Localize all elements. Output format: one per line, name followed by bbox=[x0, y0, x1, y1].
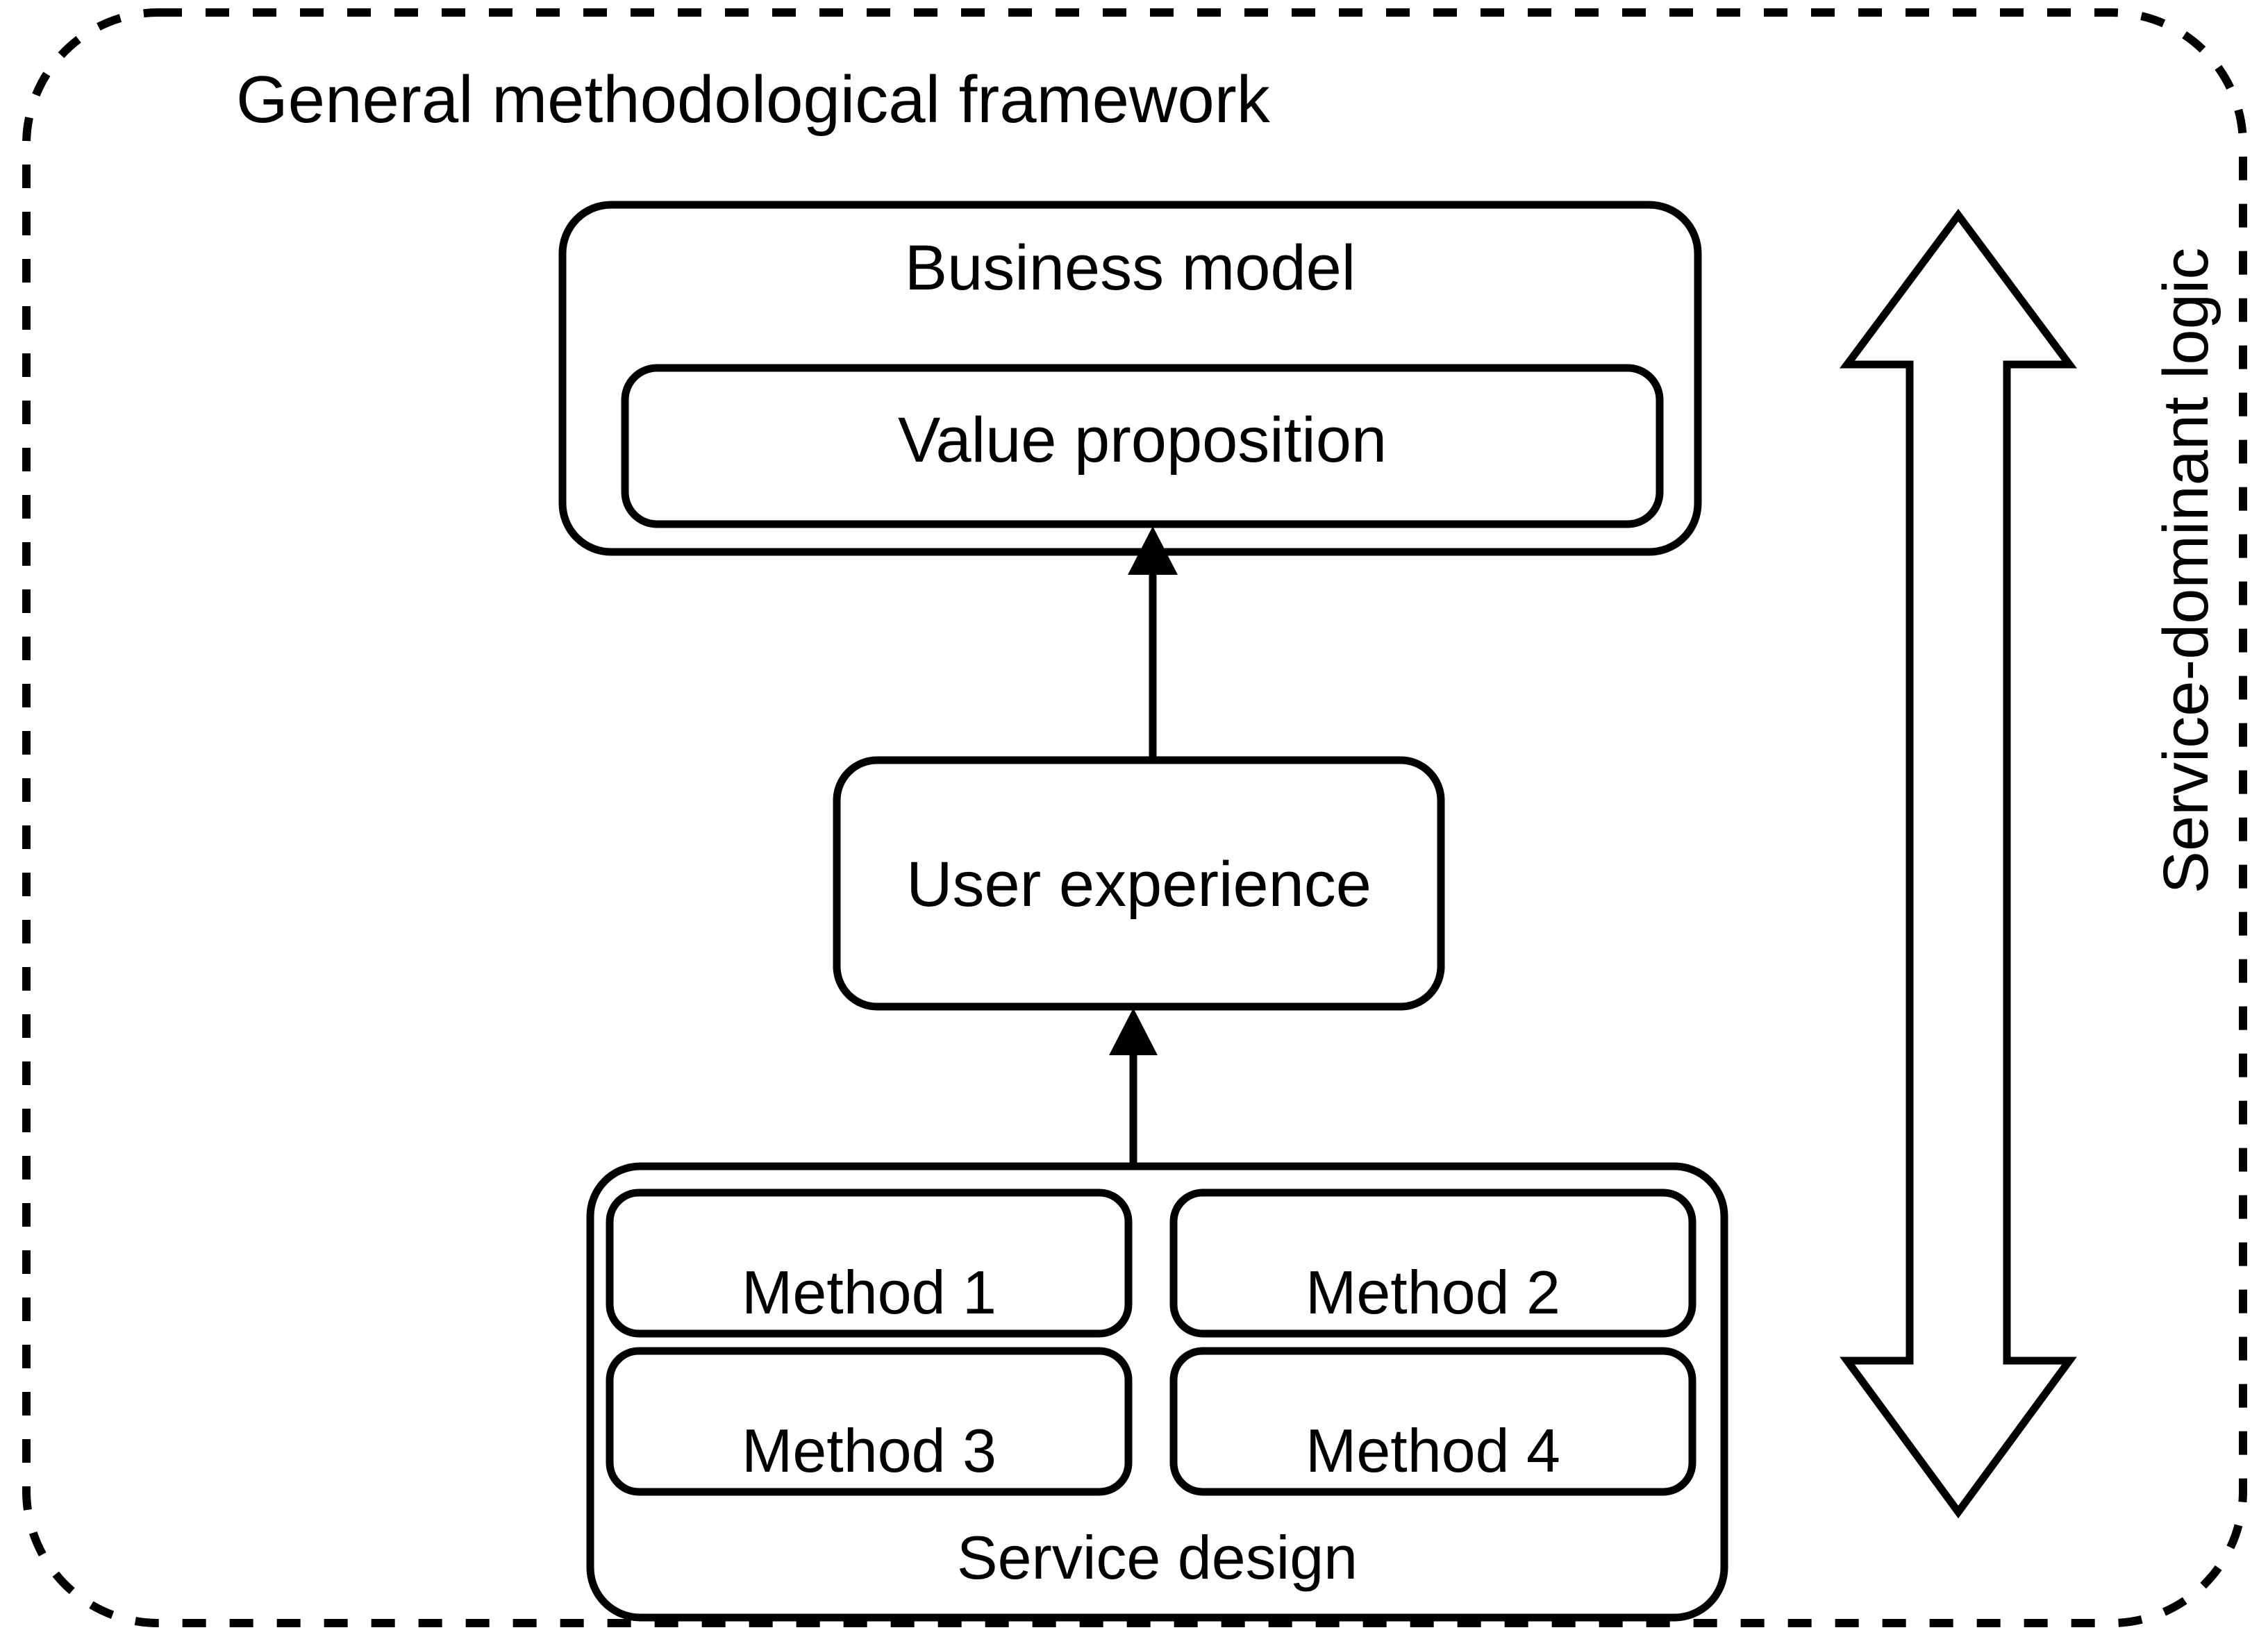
service-dominant-logic-label: Service-dominant logic bbox=[2151, 247, 2221, 894]
value-proposition-label: Value proposition bbox=[897, 405, 1387, 476]
method-3-label: Method 3 bbox=[742, 1416, 997, 1485]
arrow-service-design-to-ux bbox=[1109, 1008, 1158, 1168]
outer-dashed-container bbox=[22, 8, 2247, 1627]
service-design-label: Service design bbox=[956, 1523, 1358, 1592]
method-2-label: Method 2 bbox=[1306, 1258, 1560, 1327]
user-experience-label: User experience bbox=[906, 849, 1371, 920]
method-2-box bbox=[1169, 1189, 1696, 1338]
user-experience-box bbox=[833, 756, 1445, 1011]
page-title: General methodological framework bbox=[236, 62, 1270, 137]
business-model-label: Business model bbox=[904, 233, 1356, 303]
method-1-label: Method 1 bbox=[742, 1258, 997, 1327]
method-3-box bbox=[606, 1347, 1133, 1496]
service-dominant-logic-arrow bbox=[1840, 208, 2077, 1519]
arrow-ux-to-value-proposition bbox=[1128, 526, 1178, 760]
method-4-label: Method 4 bbox=[1306, 1416, 1560, 1485]
method-1-box bbox=[606, 1189, 1133, 1338]
value-proposition-box bbox=[621, 364, 1664, 528]
method-4-box bbox=[1169, 1347, 1696, 1496]
